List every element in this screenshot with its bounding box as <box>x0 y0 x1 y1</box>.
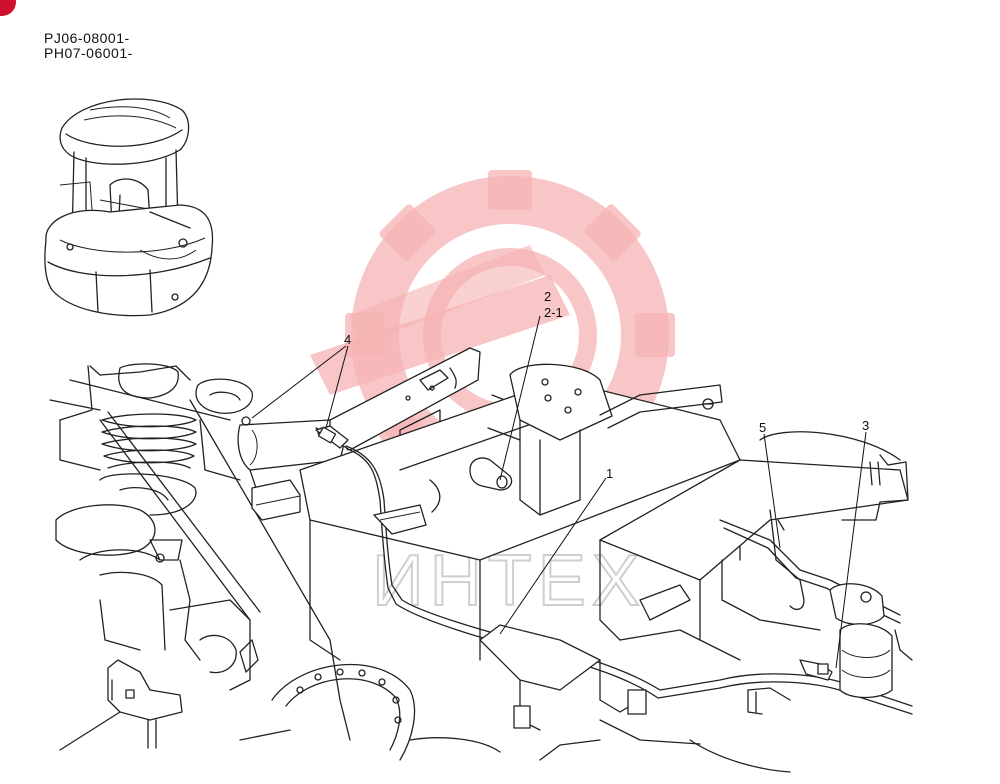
mounting-bracket <box>487 363 613 516</box>
serial-number-range-2: PH07-06001- <box>44 45 133 61</box>
spring-coil <box>101 413 197 469</box>
callout-2-1: 2-1 <box>544 305 563 320</box>
callout-3: 3 <box>862 418 869 433</box>
elbow-fitting <box>469 457 513 491</box>
right-lower-bracket <box>799 583 893 699</box>
main-assembly <box>49 347 913 773</box>
callout-2: 2 <box>544 289 551 304</box>
callout-4: 4 <box>344 332 351 347</box>
slewing-ring <box>271 663 501 761</box>
corner-marker <box>0 0 16 16</box>
callout-1: 1 <box>606 466 613 481</box>
callout-5: 5 <box>759 420 766 435</box>
leader-lines <box>251 315 867 669</box>
machine-overview-inset <box>44 98 214 317</box>
callouts: 4 2 2-1 1 5 3 <box>344 289 869 481</box>
watermark-text: ИНТЕХ <box>372 541 646 621</box>
serial-number-range-1: PJ06-08001- <box>44 30 130 46</box>
sensor-fitting <box>315 425 349 449</box>
